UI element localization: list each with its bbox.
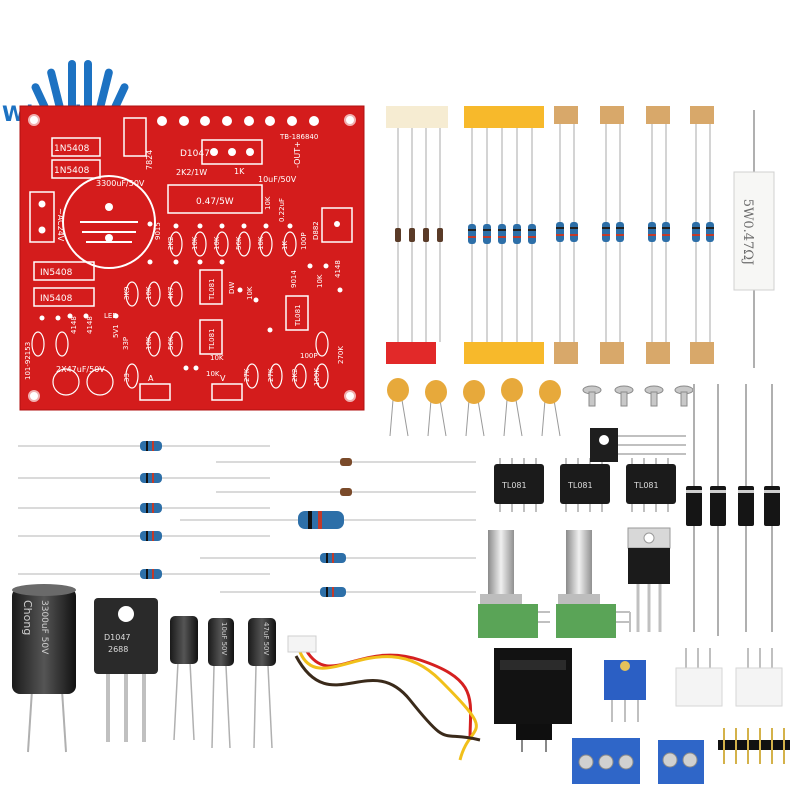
pcb-label-10k-7: 10K: [316, 274, 324, 288]
pcb-label-1k-top: 1K: [234, 167, 245, 176]
pcb-label-2k2-1w: 2K2/1W: [176, 168, 207, 177]
pcb-label-10k-pot: 10K: [210, 354, 224, 362]
heatsink: [494, 648, 572, 752]
pcb-label-10uf: 10uF/50V: [258, 175, 297, 184]
transistor-label: D1047: [104, 633, 131, 642]
pcb-label-10k-8: 10K: [145, 336, 153, 350]
pcb-label-100k: 100K: [313, 368, 321, 386]
pcb-label-022uf: 0.22uF: [278, 198, 286, 222]
pcb-label-3300uf: 3300uF/50V: [96, 179, 145, 188]
red-pcb: 1N5408 1N5408 IN5408 IN5408 7824 2K2/1W …: [19, 105, 365, 411]
pcb-label-10k-5: 10K: [145, 286, 153, 300]
pcb-label-dw: DW: [228, 282, 236, 294]
pcb-label-9014: 9014: [290, 270, 298, 288]
pcb-label-10k-9: 10K: [206, 370, 220, 378]
pcb-label-4148-r: 4148: [334, 260, 342, 278]
pcb-label-2x47uf: 2X47uF/50V: [56, 365, 105, 374]
pcb-label-in5408-a: IN5408: [40, 268, 73, 278]
pcb-label-27k-a: 27K: [243, 368, 251, 382]
white-headers: [675, 648, 783, 707]
pcb-label-10k-1: 10K: [191, 236, 199, 250]
pcb-label-7824: 7824: [145, 150, 154, 170]
pcb-label-ac24v: ~AC24V: [56, 208, 65, 242]
pcb-label-3k9: 3K9: [123, 287, 131, 301]
pcb-label-tl081-a: TL081: [208, 278, 216, 301]
pcb-label-10k-2: 10K: [213, 236, 221, 250]
power-resistor: 5W0.47ΩJ: [733, 110, 775, 368]
pcb-label-9015: 9015: [154, 222, 162, 240]
taped-resistors: [386, 106, 714, 364]
pcb-label-5v1: 5V1: [112, 324, 120, 338]
voltage-regulator: [627, 527, 671, 632]
ic-label-3: TL081: [633, 481, 659, 490]
pcb-label-56k: 56K: [235, 236, 243, 250]
pcb-label-100p-top: 100P: [300, 232, 308, 250]
pcb-label-1n5408-a: 1N5408: [54, 144, 90, 154]
pcb-label-4148-a: 4148: [70, 316, 78, 334]
ceramic-capacitors: [387, 378, 561, 437]
pcb-label-100p-b: 100P: [300, 352, 318, 360]
wire-harness: [287, 635, 481, 761]
transistor-code: 2688: [108, 645, 128, 654]
pcb-label-1k: 1K: [281, 241, 289, 250]
pcb-label-27k-b: 27K: [267, 368, 275, 382]
pcb-label-4k7: 4K7: [167, 287, 175, 301]
ic-chips: TL081 TL081 TL081: [494, 458, 676, 512]
ic-label-2: TL081: [567, 481, 593, 490]
screws: [582, 385, 694, 407]
pcb-label-a: A: [148, 374, 154, 383]
pcb-label-047-5w: 0.47/5W: [196, 197, 234, 207]
small-cap-label: 10uF 50V: [220, 622, 228, 656]
pcb-label-4148-b: 4148: [86, 316, 94, 334]
to126-transistor: [590, 428, 686, 462]
power-resistor-label: 5W0.47ΩJ: [740, 199, 755, 266]
potentiometers: [478, 530, 631, 638]
ic-label-1: TL081: [501, 481, 527, 490]
pcb-label-56k-b: 56K: [167, 336, 175, 350]
loose-resistors: [18, 441, 476, 597]
terminal-blocks: [572, 738, 704, 784]
pcb-label-10k-4: 10K: [264, 196, 272, 210]
pcb-label-33: 33: [123, 373, 131, 382]
pcb-label-1n5408-b: 1N5408: [54, 166, 90, 176]
big-electrolytic-capacitor: Chong 3300uF 50V: [12, 584, 76, 753]
pcb-label-d882: D882: [312, 221, 320, 240]
pcb-label-10k-3: 10K: [257, 236, 265, 250]
small-cap2-label: 47uF 50V: [262, 622, 270, 656]
pcb-label-2k2-b: 2K2: [291, 369, 299, 383]
pcb-label-v: V: [220, 374, 226, 383]
pcb-label-tl081-c: TL081: [294, 304, 302, 327]
pcb-label-serial: 101-92153: [24, 342, 32, 380]
pcb-label-2k2: 2K2: [167, 237, 175, 251]
pcb-label-tl081-b: TL081: [208, 328, 216, 351]
pcb-model: D1047: [180, 149, 210, 159]
small-electrolytic-capacitors: 10uF 50V 47uF 50V: [170, 616, 276, 749]
pcb-label-270k: 270K: [337, 346, 345, 364]
pin-header: [718, 728, 790, 764]
pcb-label-out: -OUT+: [293, 141, 302, 168]
rectifier-diodes: [686, 384, 780, 636]
pcb-label-in5408-b: IN5408: [40, 294, 73, 304]
pcb-label-33p: 33P: [122, 337, 130, 350]
trimmer-potentiometer: [604, 660, 646, 722]
pcb-board-code: TB-186840: [279, 133, 318, 141]
pcb-label-led: LED: [104, 312, 118, 320]
power-transistor: D1047 2688: [94, 598, 158, 742]
pcb-label-10k-6: 10K: [246, 286, 254, 300]
big-cap-spec: 3300uF 50V: [39, 600, 49, 655]
big-cap-brand: Chong: [21, 600, 34, 635]
